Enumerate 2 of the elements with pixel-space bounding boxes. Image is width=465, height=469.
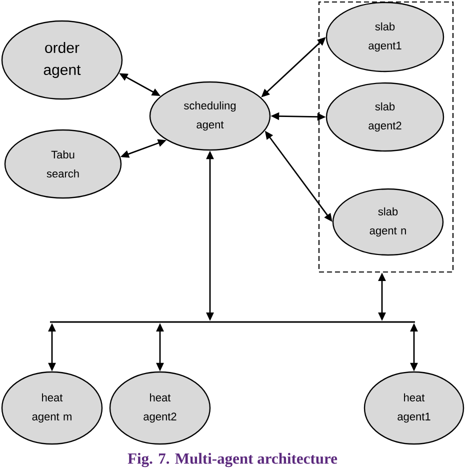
figure-caption: Fig. 7. Multi-agent architecture xyxy=(128,452,338,468)
dashed-box xyxy=(318,1,454,273)
